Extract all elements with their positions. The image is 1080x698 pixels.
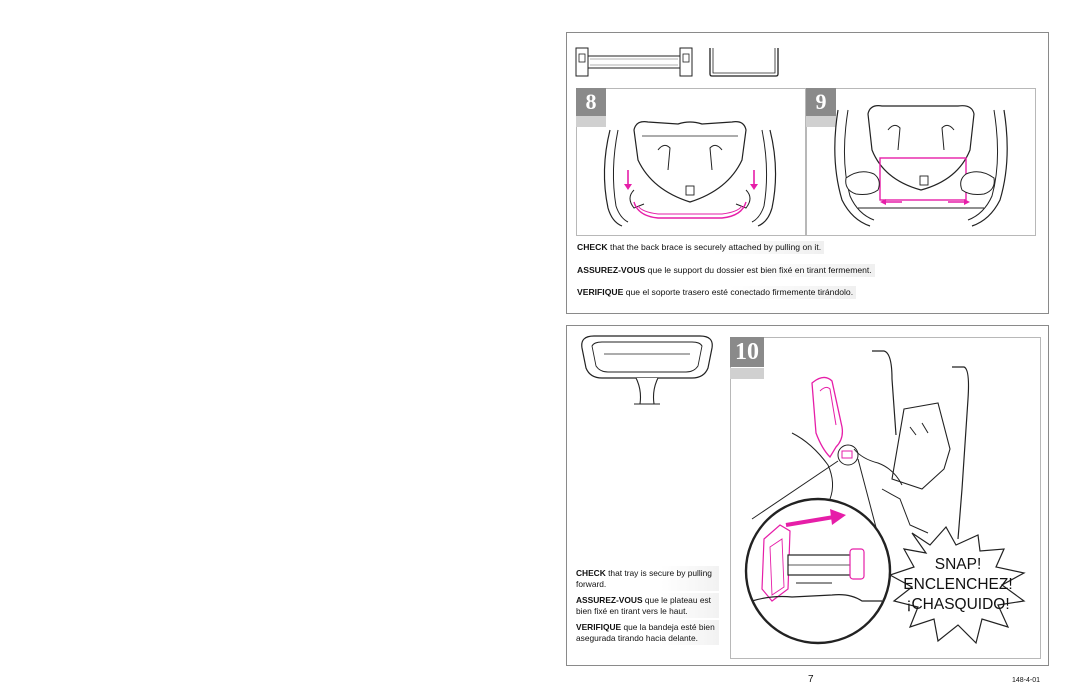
step-10-illustration: SNAP! ENCLENCHEZ! ¡CHASQUIDO! — [744, 350, 1026, 645]
brace-check-text-fr: ASSUREZ-VOUS que le support du dossier e… — [574, 264, 875, 277]
snap-line-3: ¡CHASQUIDO! — [906, 596, 1009, 613]
page-number: 7 — [808, 674, 814, 685]
brace-check-text-es: VERIFIQUE que el soporte trasero esté co… — [574, 286, 857, 299]
step-9-number: 9 — [806, 88, 836, 116]
tray-check-text-en: CHECK that tray is secure by pulling for… — [573, 566, 719, 591]
snap-line-1: SNAP! — [935, 556, 982, 573]
step-10-number: 10 — [730, 337, 764, 367]
step-8-illustration — [603, 121, 777, 227]
step-8-number: 8 — [576, 88, 606, 116]
tray-check-text-fr: ASSUREZ-VOUS que le plateau est bien fix… — [573, 593, 719, 618]
brace-check-text-en: CHECK that the back brace is securely at… — [574, 241, 825, 254]
tray-check-text-es: VERIFIQUE que la bandeja esté bien asegu… — [573, 620, 719, 645]
document-code: 148-4-01 — [1012, 677, 1041, 684]
step-9-illustration — [834, 105, 1008, 227]
back-brace-parts-illustration — [575, 47, 779, 77]
snap-line-2: ENCLENCHEZ! — [903, 576, 1012, 593]
tray-illustration — [581, 335, 713, 405]
